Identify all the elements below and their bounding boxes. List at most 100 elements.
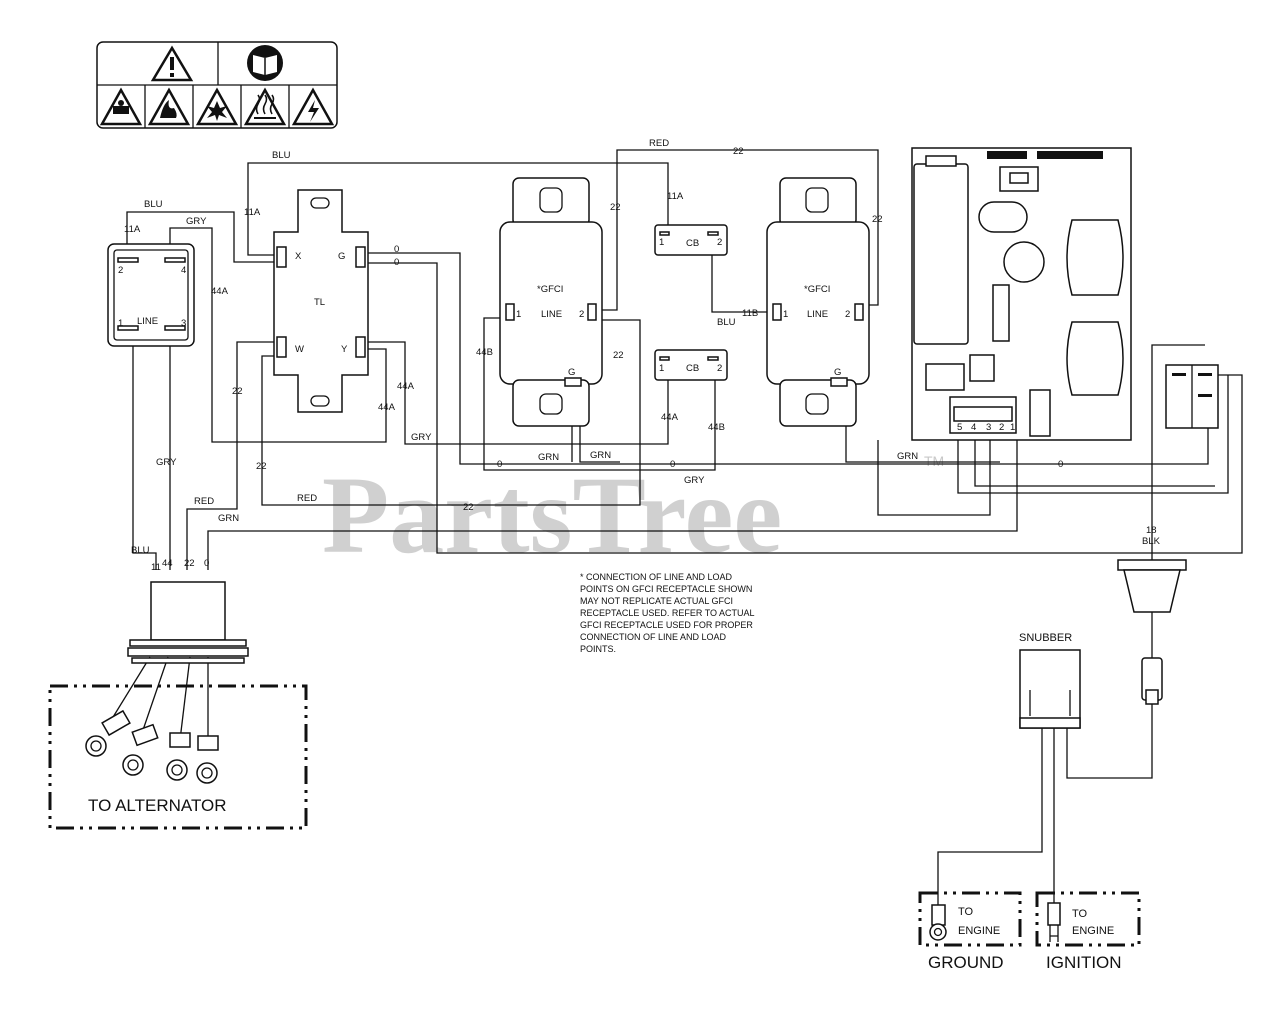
wire-label-22-left: 22: [256, 461, 267, 472]
wire-label-grn-2: GRN: [590, 450, 611, 461]
ignition-to-label: TO: [1072, 908, 1088, 920]
wire-label-blk: BLK: [1142, 536, 1161, 547]
wire-label-blu-plug: BLU: [131, 545, 150, 556]
wire-label-0-mid2: 0: [670, 459, 675, 470]
gfci-note: * CONNECTION OF LINE AND LOAD POINTS ON …: [580, 572, 755, 654]
to-engine-ground: TO ENGINE GROUND: [918, 891, 1022, 972]
switch-pin-1: 1: [118, 318, 123, 329]
wire-label-grn-left: GRN: [218, 513, 239, 524]
ground-to-label: TO: [958, 906, 974, 918]
ignition-frame: [1035, 891, 1141, 947]
gfci1-line-label: LINE: [541, 309, 562, 320]
tl-module: X G W Y TL: [273, 189, 369, 413]
wire-label-gry-left: GRY: [156, 457, 177, 468]
board-pin-4: 4: [971, 422, 976, 433]
wire-label-18: 18: [1146, 525, 1157, 536]
watermark-text: PartsTree: [322, 454, 782, 576]
explosion-hazard-icon: [195, 87, 239, 126]
wire-label-blu-top: BLU: [272, 150, 291, 161]
wire-label-22-gfci1: 22: [610, 202, 621, 213]
tl-terminal-x: X: [295, 251, 302, 262]
hot-surface-icon: [243, 87, 287, 126]
gfci1-pin-2: 2: [579, 309, 584, 320]
wire-label-11a-top: 11A: [244, 207, 261, 218]
wire-label-44a-y: 44A: [397, 381, 415, 392]
switch-pin-2: 2: [118, 265, 123, 276]
snubber-label: SNUBBER: [1019, 632, 1072, 644]
wire-label-0-upper: 0: [394, 244, 399, 255]
circuit-breaker-1: 1 CB 2: [654, 224, 728, 256]
snubber: SNUBBER: [1019, 632, 1081, 729]
cb1-pin-1: 1: [659, 237, 664, 248]
gfci2-pin-1: 1: [783, 309, 788, 320]
to-alternator-frame: [48, 684, 308, 830]
circuit-breaker-2: 1 CB 2: [654, 349, 728, 381]
switch-pin-4: 4: [181, 265, 186, 276]
watermark: PartsTree TM: [322, 453, 944, 576]
ring-terminal-3-icon: [166, 732, 191, 781]
wire-label-blu-cb: BLU: [717, 317, 736, 328]
line-switch: 2 4 1 3 LINE: [107, 243, 195, 347]
gfci-receptacle-2: *GFCI LINE 1 2 G: [766, 177, 870, 427]
warning-triangle-icon: [150, 45, 194, 82]
wire-label-0-mid: 0: [497, 459, 502, 470]
gfci2-pin-g: G: [834, 367, 841, 378]
wire-label-11b: 11B: [742, 308, 758, 319]
gfci-receptacle-1: *GFCI LINE 1 2 G: [499, 177, 603, 427]
note-line-7: POINTS.: [580, 644, 616, 654]
note-line-6: CONNECTION OF LINE AND LOAD: [580, 632, 727, 642]
ring-terminal-1-icon: [85, 709, 131, 757]
wire-label-44b-cb: 44B: [708, 422, 725, 433]
relay-block: [1165, 364, 1219, 429]
board-pin-5: 5: [957, 422, 962, 433]
gfci2-label: *GFCI: [804, 284, 830, 295]
wire-label-0-plug: 0: [204, 558, 209, 569]
wire-label-22-gfci2: 22: [872, 214, 883, 225]
ignition-engine-label: ENGINE: [1072, 925, 1114, 937]
wire-label-grn-right: GRN: [897, 451, 918, 462]
spark-plug-boot: [1117, 559, 1187, 705]
board-pin-3: 3: [986, 422, 991, 433]
wire-label-0-right: 0: [1058, 459, 1063, 470]
wire-label-44-plug: 44: [162, 558, 173, 569]
alternator-connector: TO ALTERNATOR: [48, 581, 308, 830]
wire-label-22-mid: 22: [613, 350, 624, 361]
tl-terminal-w: W: [295, 344, 304, 355]
control-board: 5 4 3 2 1: [911, 147, 1132, 441]
ring-terminal-4-icon: [196, 735, 219, 784]
ground-frame: [918, 891, 1022, 947]
wire-label-11-plug: 11: [151, 562, 161, 573]
cb2-pin-2: 2: [717, 363, 722, 374]
switch-line-label: LINE: [137, 316, 158, 327]
wire-label-gry-mid: GRY: [411, 432, 432, 443]
wire-label-gry-low: GRY: [684, 475, 705, 486]
gfci1-pin-1: 1: [516, 309, 521, 320]
ground-label: GROUND: [928, 953, 1004, 972]
wire-label-red-low: RED: [297, 493, 317, 504]
note-line-1: * CONNECTION OF LINE AND LOAD: [580, 572, 733, 582]
tl-terminal-g: G: [338, 251, 345, 262]
gfci1-pin-g: G: [568, 367, 575, 378]
board-pin-1: 1: [1010, 422, 1015, 433]
gfci2-pin-2: 2: [845, 309, 850, 320]
watermark-tm: TM: [924, 453, 944, 469]
wire-label-red-left: RED: [194, 496, 214, 507]
wire-label-gry-switch: GRY: [186, 216, 207, 227]
ring-terminal-2-icon: [122, 723, 159, 776]
wire-label-22-plug: 22: [184, 558, 195, 569]
wire-label-22-w: 22: [232, 386, 243, 397]
wire-label-22-low: 22: [463, 502, 474, 513]
wire-label-44a-left: 44A: [211, 286, 229, 297]
gfci1-label: *GFCI: [537, 284, 563, 295]
to-engine-ignition: TO ENGINE IGNITION: [1035, 891, 1141, 972]
board-pin-2: 2: [999, 422, 1004, 433]
to-alternator-label: TO ALTERNATOR: [88, 796, 227, 815]
wire-label-red-top: RED: [649, 138, 669, 149]
gfci2-line-label: LINE: [807, 309, 828, 320]
wire-label-11a-switch: 11A: [124, 224, 141, 235]
cb1-label: CB: [686, 238, 699, 249]
cb1-pin-2: 2: [717, 237, 722, 248]
wire-label-22-top: 22: [733, 146, 744, 157]
toxic-fumes-icon: [99, 87, 143, 126]
